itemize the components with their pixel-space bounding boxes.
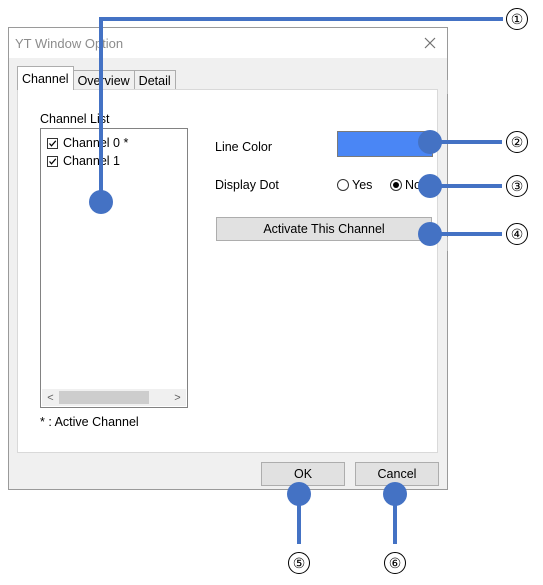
- display-dot-no-radio[interactable]: [390, 179, 402, 191]
- checkmark-icon: [49, 157, 57, 165]
- tab-strip: Channel Overview Detail: [17, 66, 176, 90]
- title-bar: YT Window Option: [9, 28, 447, 58]
- callout-1-line: [99, 17, 103, 202]
- scroll-left-arrow-icon[interactable]: <: [47, 391, 54, 404]
- tab-overview[interactable]: Overview: [72, 70, 135, 90]
- display-dot-yes-label: Yes: [352, 178, 373, 192]
- channel-0-checkbox[interactable]: [47, 137, 58, 149]
- list-item[interactable]: Channel 0 *: [47, 135, 128, 151]
- channel-tab-panel: Channel List Channel 0 * Channel 1: [17, 89, 438, 453]
- channel-listbox[interactable]: Channel 0 * Channel 1 < >: [40, 128, 188, 408]
- close-icon: [424, 37, 436, 49]
- scroll-right-arrow-icon[interactable]: >: [174, 391, 181, 404]
- window-title: YT Window Option: [15, 36, 124, 51]
- tab-detail[interactable]: Detail: [133, 70, 176, 90]
- dialog-window: YT Window Option Channel Overview Detail…: [8, 27, 448, 490]
- display-dot-yes-option[interactable]: Yes: [337, 178, 372, 192]
- callout-2-number: ②: [506, 131, 528, 153]
- callout-3-number: ③: [506, 175, 528, 197]
- callout-5-number: ⑤: [288, 552, 310, 574]
- channel-list-label: Channel List: [40, 112, 110, 126]
- line-color-label: Line Color: [215, 140, 272, 154]
- edge-mark: [447, 80, 448, 94]
- callout-1-number: ①: [506, 8, 528, 30]
- callout-6-number: ⑥: [384, 552, 406, 574]
- callout-5-line: [297, 494, 301, 544]
- callout-3-line: [430, 184, 502, 188]
- callout-4-dot: [418, 222, 442, 246]
- display-dot-yes-radio[interactable]: [337, 179, 349, 191]
- scrollbar-thumb[interactable]: [59, 391, 149, 404]
- edge-mark: [447, 237, 448, 251]
- callout-5-dot: [287, 482, 311, 506]
- channel-0-label: Channel 0 *: [63, 136, 129, 150]
- callout-6-dot: [383, 482, 407, 506]
- callout-2-line: [430, 140, 502, 144]
- horizontal-scrollbar[interactable]: < >: [42, 389, 186, 406]
- tab-channel[interactable]: Channel: [17, 66, 74, 90]
- close-button[interactable]: [413, 28, 447, 58]
- ok-button[interactable]: OK: [261, 462, 345, 486]
- callout-4-number: ④: [506, 223, 528, 245]
- display-dot-no-option[interactable]: No: [390, 178, 421, 192]
- callout-1-line: [99, 17, 503, 21]
- display-dot-label: Display Dot: [215, 178, 279, 192]
- active-channel-footnote: * : Active Channel: [40, 415, 139, 429]
- activate-channel-button[interactable]: Activate This Channel: [216, 217, 432, 241]
- callout-1-dot: [89, 190, 113, 214]
- callout-2-dot: [418, 130, 442, 154]
- channel-1-label: Channel 1: [63, 154, 120, 168]
- callout-6-line: [393, 494, 397, 544]
- callout-4-line: [430, 232, 502, 236]
- callout-3-dot: [418, 174, 442, 198]
- channel-1-checkbox[interactable]: [47, 155, 58, 167]
- list-item[interactable]: Channel 1: [47, 153, 120, 169]
- checkmark-icon: [49, 139, 57, 147]
- display-dot-no-label: No: [405, 178, 421, 192]
